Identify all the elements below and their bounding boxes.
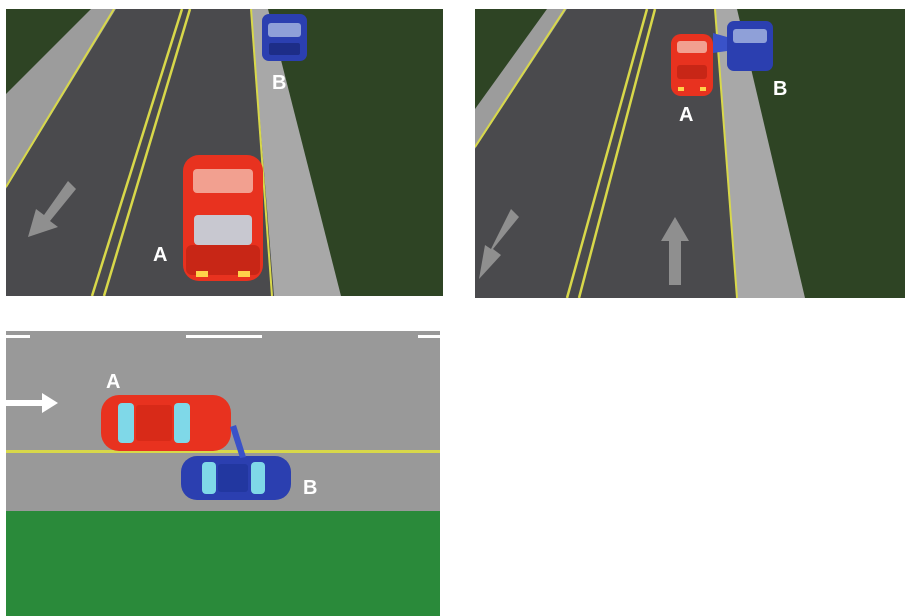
scene-2-illustration: A B bbox=[475, 9, 905, 298]
scene-panel-1: B A bbox=[6, 9, 443, 296]
label-b: B bbox=[272, 72, 286, 94]
scene-panel-2: A B bbox=[475, 9, 905, 298]
label-a: A bbox=[679, 104, 693, 126]
scene-3-illustration: A B bbox=[6, 331, 440, 616]
label-a: A bbox=[153, 244, 167, 266]
yellow-line bbox=[6, 450, 440, 453]
car-a bbox=[183, 155, 263, 281]
car-a bbox=[671, 34, 713, 96]
scene-1-illustration: B A bbox=[6, 9, 443, 296]
label-a: A bbox=[106, 371, 120, 393]
label-b: B bbox=[773, 78, 787, 100]
grass bbox=[6, 511, 440, 616]
car-b bbox=[262, 14, 307, 61]
scene-panel-3: A B bbox=[6, 331, 440, 616]
car-a bbox=[101, 395, 231, 451]
label-b: B bbox=[303, 477, 317, 499]
lane-dash bbox=[186, 335, 262, 338]
